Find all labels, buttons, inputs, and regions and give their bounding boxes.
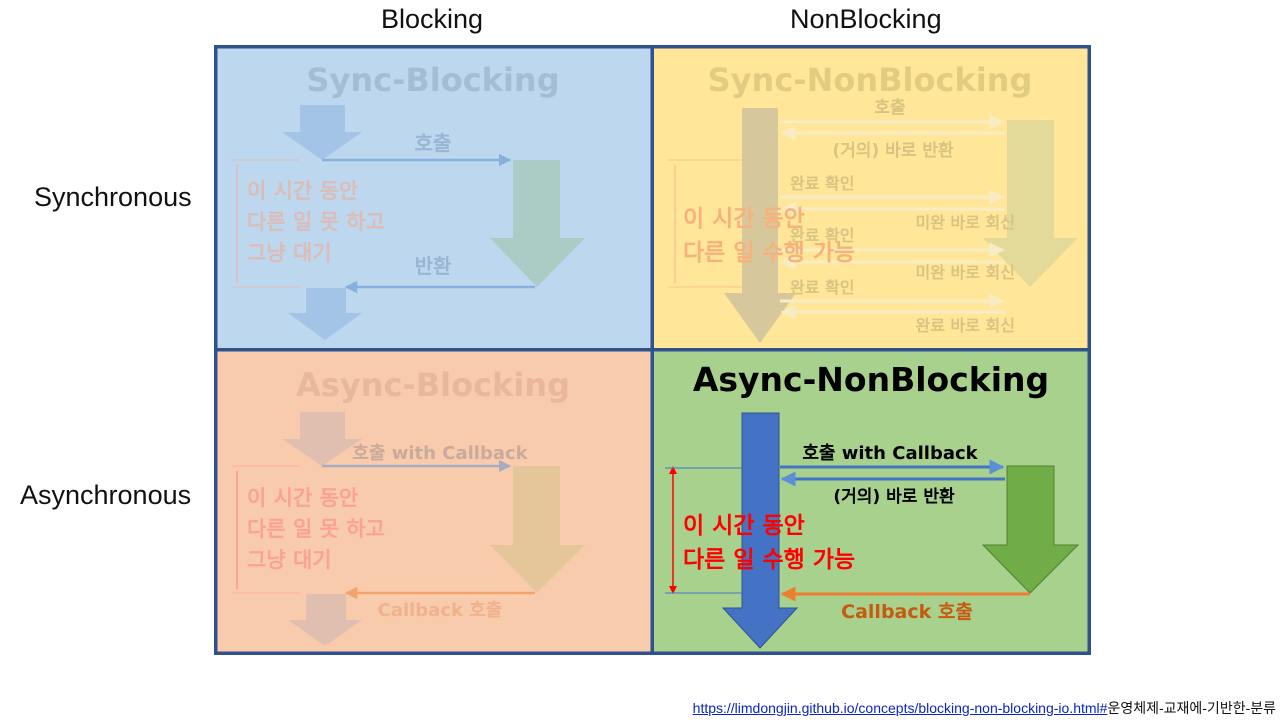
- immediate-return-label: (거의) 바로 반환: [832, 141, 954, 161]
- callee-arrow: [490, 466, 585, 593]
- callee-arrow: [490, 160, 585, 287]
- column-header-blocking: Blocking: [381, 4, 484, 34]
- call-label: 호출 with Callback: [352, 443, 528, 464]
- caller-arrow-top: [282, 105, 362, 160]
- sync-nonblocking-title: Sync-NonBlocking: [708, 61, 1033, 99]
- caller-arrow-bottom: [288, 288, 362, 340]
- caller-arrow: [724, 108, 796, 343]
- sync-blocking-title: Sync-Blocking: [306, 61, 559, 99]
- wait-text-line-1: 이 시간 동안: [247, 486, 358, 510]
- source-link[interactable]: https://limdongjin.github.io/concepts/bl…: [692, 700, 1108, 716]
- work-text-line-2: 다른 일 수행 가능: [683, 547, 855, 573]
- call-label: 호출: [874, 98, 906, 118]
- call-label: 호출 with Callback: [802, 443, 978, 464]
- check-label-3: 완료 확인: [790, 278, 854, 297]
- wait-text-line-1: 이 시간 동안: [247, 179, 358, 203]
- reply-label-2: 미완 바로 회신: [916, 263, 1015, 282]
- work-span-arrowhead-bottom: [669, 586, 677, 594]
- wait-text-line-2: 다른 일 못 하고: [247, 210, 385, 234]
- callee-arrow: [983, 120, 1078, 287]
- async-nonblocking-title: Async-NonBlocking: [693, 360, 1049, 399]
- source-anchor-text: 운영체제-교재에-기반한-분류: [1107, 700, 1276, 716]
- caller-arrow-bottom: [288, 594, 362, 646]
- async-blocking-diagram: Async-Blocking 호출 with Callback Callback…: [232, 366, 585, 646]
- wait-text-line-3: 그냥 대기: [247, 548, 332, 572]
- work-span-arrowhead-top: [669, 466, 677, 474]
- caller-arrow-top: [282, 412, 362, 466]
- callback-label: Callback 호출: [378, 600, 503, 621]
- column-header-nonblocking: NonBlocking: [790, 4, 942, 34]
- wait-text-line-3: 그냥 대기: [247, 241, 332, 265]
- immediate-return-label: (거의) 바로 반환: [833, 487, 955, 507]
- row-header-synchronous: Synchronous: [34, 182, 192, 212]
- check-label-2: 완료 확인: [790, 226, 854, 245]
- row-header-asynchronous: Asynchronous: [20, 480, 192, 510]
- sync-nonblocking-diagram: Sync-NonBlocking 호출 (거의) 바로 반환 완료 확인 미완 …: [668, 61, 1078, 343]
- callback-label: Callback 호출: [841, 601, 973, 623]
- work-text-line-1: 이 시간 동안: [683, 513, 805, 539]
- sync-blocking-diagram: Sync-Blocking 호출 반환 이 시간 동안 다른 일 못 하고 그냥…: [232, 61, 585, 340]
- async-blocking-title: Async-Blocking: [296, 366, 570, 404]
- source-caption: https://limdongjin.github.io/concepts/bl…: [693, 698, 1276, 718]
- callee-arrow: [981, 465, 1080, 594]
- async-blocking-background: [217, 351, 651, 652]
- async-nonblocking-diagram: Async-NonBlocking 호출 with Callback (거의) …: [665, 360, 1080, 649]
- work-text-line-2: 다른 일 수행 가능: [683, 240, 855, 266]
- work-text-line-1: 이 시간 동안: [683, 206, 805, 232]
- check-label-1: 완료 확인: [790, 174, 854, 193]
- return-label: 반환: [415, 254, 452, 278]
- wait-text-line-2: 다른 일 못 하고: [247, 517, 385, 541]
- reply-label-1: 미완 바로 회신: [916, 213, 1015, 232]
- call-label: 호출: [415, 131, 452, 155]
- caller-arrow: [721, 412, 799, 649]
- sync-blocking-background: [217, 48, 651, 348]
- reply-label-3: 완료 바로 회신: [916, 316, 1015, 335]
